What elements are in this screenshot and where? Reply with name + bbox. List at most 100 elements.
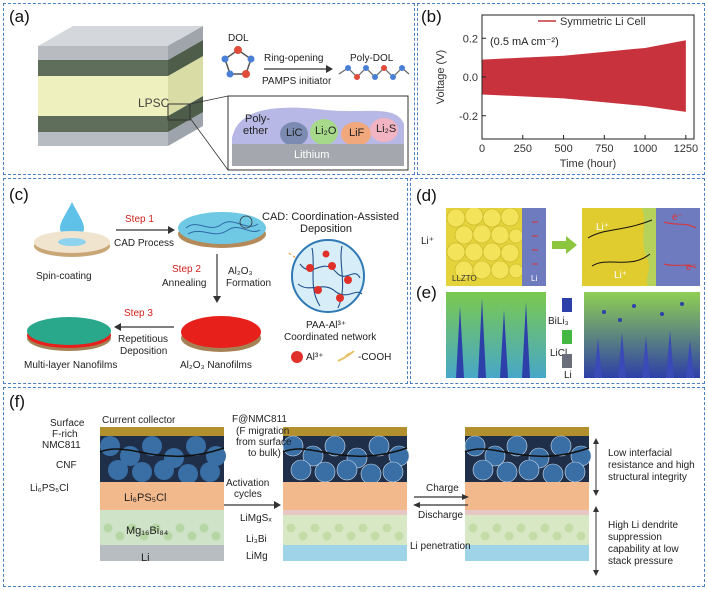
nmc-particle	[178, 464, 198, 484]
li2o-label: Li₂O	[315, 125, 337, 137]
x-tick-label: 750	[595, 143, 613, 155]
low-interfacial-label-2: resistance and high	[608, 460, 695, 471]
reaction-arrow	[264, 65, 333, 73]
cooh-icon	[337, 350, 355, 362]
li-plus-left-label: Li⁺	[421, 236, 435, 247]
nmc-particle	[564, 461, 586, 483]
alloy-grain	[516, 523, 526, 533]
li-plus-bottom-label: Li⁺	[614, 270, 628, 281]
li-penetration-label: Li penetration	[410, 541, 471, 552]
alloy-grain	[310, 523, 320, 533]
f-nmc-label-3: from surface	[236, 437, 292, 448]
polyether-label-2: ether	[243, 125, 269, 137]
panel-c	[3, 178, 408, 384]
y-tick-label: 0.0	[463, 72, 478, 84]
interphase-inset	[189, 95, 409, 171]
initiator-label: PAMPS initiator	[262, 76, 332, 87]
annealing-label: Annealing	[162, 278, 207, 289]
li6ps5cl-layer-label: Li₆PS₅Cl	[124, 492, 167, 504]
limgsx-layer-3	[465, 510, 589, 515]
nmc-particle	[336, 459, 358, 481]
charge-discharge-arrows	[413, 494, 469, 508]
alloy-grain	[163, 531, 173, 541]
alloy-grain	[370, 531, 380, 541]
discharge-label: Discharge	[418, 510, 464, 521]
current-collector-1	[100, 427, 224, 436]
alloy-grain	[480, 531, 490, 541]
nmc-particle	[472, 459, 494, 481]
f-nmc-label-1: F@NMC811	[232, 414, 287, 425]
x-tick-label: 250	[514, 143, 532, 155]
nmc-particle	[108, 460, 128, 480]
voltage-series-band	[482, 40, 686, 112]
nmc-particle	[464, 435, 486, 457]
lithium-layer-2	[283, 545, 407, 561]
high-li-label-1: High Li dendrite	[608, 520, 679, 531]
al2o3-nanofilm-illustration	[181, 316, 261, 352]
spin-coating-label: Spin-coating	[36, 271, 92, 282]
multilayer-label: Multi-layer Nanofilms	[24, 360, 118, 371]
y-axis-label: Voltage (V)	[435, 50, 447, 104]
step2-arrow	[213, 254, 221, 303]
alloy-grain	[552, 531, 562, 541]
legend-bili3-swatch	[562, 298, 572, 312]
step1-label: Step 1	[125, 214, 154, 225]
paa-label: PAA-Al³⁺	[306, 320, 347, 331]
lithium-label: Lithium	[294, 149, 330, 161]
li2s-label: Li₂S	[376, 123, 397, 135]
alloy-grain	[394, 531, 404, 541]
transition-arrow-icon	[552, 236, 577, 254]
panel-de	[410, 178, 705, 384]
panel-a-label: (a)	[9, 7, 30, 26]
nmc-particle	[206, 446, 226, 466]
f-nmc-label-4: to bulk)	[248, 448, 281, 459]
low-interfacial-label-3: structural integrity	[608, 472, 687, 483]
dol-molecule-icon	[221, 46, 255, 78]
poly-dol-label: Poly-DOL	[350, 53, 394, 64]
alloy-grain	[187, 531, 197, 541]
alloy-grain	[211, 531, 221, 541]
alloy-grain	[199, 523, 209, 533]
nmc-particle	[382, 461, 404, 483]
panel-d-label: (d)	[416, 186, 437, 205]
bracket-arrows	[593, 438, 599, 576]
ring-opening-label: Ring-opening	[264, 53, 324, 64]
alloy-grain	[334, 523, 344, 533]
legend-li-label: Li	[564, 370, 572, 381]
e-top-label: e⁻	[672, 212, 683, 223]
dendrite-before-illustration	[446, 292, 546, 378]
cad-definition-1: CAD: Coordination-Assisted	[262, 211, 399, 223]
nmc-particle	[324, 435, 346, 457]
nmc-particle	[200, 462, 220, 482]
nmc-particle	[142, 436, 162, 456]
limgsx-layer-2	[283, 510, 407, 515]
alloy-grain	[103, 523, 113, 533]
e-bottom-label: e⁻	[686, 262, 697, 273]
cad-film-illustration	[178, 212, 266, 248]
alloy-grain	[540, 523, 550, 533]
alloy-grain	[528, 531, 538, 541]
charge-label: Charge	[426, 483, 459, 494]
surface-label-3: NMC811	[42, 440, 81, 451]
lithium-layer-3	[465, 545, 589, 561]
panel-f	[3, 387, 705, 587]
alloy-grain	[576, 531, 586, 541]
al2o3-formation-label-1: Al₂O₃	[228, 266, 253, 277]
alloy-grain	[298, 531, 308, 541]
nmc-particle	[314, 461, 336, 483]
cnf-fiber	[464, 447, 590, 457]
legend-licl-swatch	[562, 330, 572, 344]
multilayer-nanofilm-illustration	[27, 317, 111, 351]
x-tick-label: 1000	[633, 143, 657, 155]
alloy-grain	[115, 531, 125, 541]
nmc-particle	[360, 463, 382, 485]
modified-interface-illustration	[582, 208, 700, 286]
llzto-label: LLZTO	[452, 274, 477, 283]
high-li-label-3: capability at low	[608, 544, 679, 555]
step1-arrow	[116, 226, 175, 234]
electrolyte-layer-1	[100, 482, 224, 510]
x-tick-label: 1250	[674, 143, 698, 155]
alloy-grain	[382, 523, 392, 533]
